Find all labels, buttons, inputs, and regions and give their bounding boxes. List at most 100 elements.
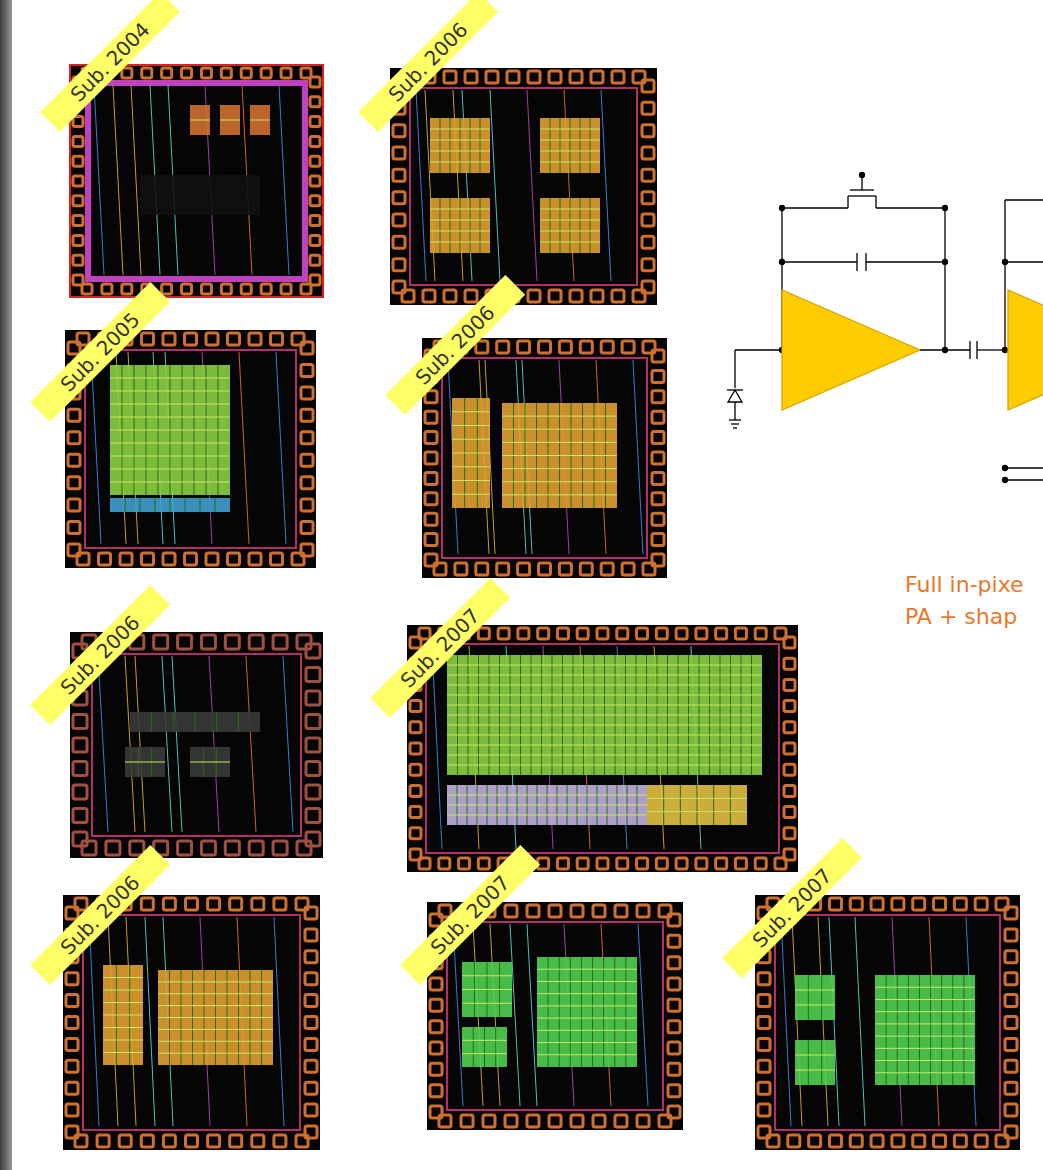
chip-detail — [781, 917, 791, 1126]
chip-detail — [452, 425, 490, 426]
chip-layout — [407, 625, 798, 872]
side-bar — [0, 0, 12, 1170]
chip-detail — [306, 738, 320, 752]
chip-detail — [440, 198, 441, 253]
chip-detail — [178, 841, 192, 855]
chip-detail — [410, 722, 421, 733]
chip-detail — [125, 747, 165, 777]
chip-detail — [73, 738, 87, 752]
chip-detail — [241, 284, 251, 294]
chip-detail — [119, 1135, 131, 1147]
chip-detail — [73, 275, 83, 285]
chip-detail — [476, 563, 488, 575]
chip-detail — [297, 841, 311, 855]
chip-detail — [537, 981, 637, 982]
chip-detail — [301, 342, 313, 354]
chip-detail — [538, 628, 549, 639]
chip-detail — [162, 656, 172, 832]
chip-detail — [497, 341, 509, 353]
chip-detail — [528, 71, 540, 83]
chip-detail — [306, 785, 320, 799]
chip-detail — [603, 957, 604, 1067]
chip-detail — [430, 118, 490, 173]
chip-detail — [507, 71, 519, 83]
chip-detail — [540, 162, 600, 163]
chip-detail — [850, 898, 862, 910]
chip-detail — [668, 957, 680, 969]
chip-detail — [410, 88, 637, 285]
chip-detail — [310, 255, 320, 265]
chip-detail — [642, 281, 654, 293]
chip-detail — [652, 391, 664, 403]
chip-layout — [70, 65, 323, 297]
chip-detail — [447, 735, 762, 736]
chip-detail — [455, 563, 467, 575]
chip-detail — [310, 156, 320, 166]
chip-detail — [94, 85, 104, 275]
chip-detail — [103, 1002, 143, 1003]
chip-detail — [230, 898, 242, 910]
chip-detail — [758, 1082, 770, 1094]
chip-detail — [216, 712, 217, 732]
chip-detail — [897, 975, 898, 1085]
chip-detail — [656, 628, 667, 639]
chip-detail — [393, 169, 405, 181]
chip-detail — [190, 762, 230, 763]
chip-detail — [668, 978, 680, 990]
chip-detail — [559, 341, 571, 353]
chip-detail — [301, 544, 313, 556]
chip-detail — [537, 1030, 637, 1031]
chip-detail — [617, 628, 628, 639]
chip-detail — [140, 175, 260, 215]
chip-detail — [423, 290, 435, 302]
chip-detail — [597, 858, 608, 869]
chip-detail — [591, 71, 603, 83]
chip-detail — [452, 466, 490, 467]
chip-detail — [158, 993, 273, 994]
chip-detail — [274, 1135, 286, 1147]
chip-detail — [590, 198, 591, 253]
chip-detail — [758, 1017, 770, 1029]
chip-detail — [615, 905, 627, 917]
chip-detail — [447, 675, 762, 676]
chip-detail — [549, 290, 561, 302]
chip-detail — [209, 656, 219, 832]
chip-detail — [301, 522, 313, 534]
chip-detail — [68, 409, 80, 421]
chip-detail — [502, 403, 617, 508]
chip-detail — [110, 456, 230, 457]
chip-detail — [430, 999, 442, 1011]
chip-detail — [425, 534, 437, 546]
chip-detail — [73, 156, 83, 166]
chip-detail — [82, 841, 96, 855]
chip-detail — [250, 120, 270, 121]
chip-detail — [540, 140, 600, 141]
chip-detail — [784, 679, 795, 690]
chip-detail — [158, 1005, 273, 1006]
chip-detail — [151, 712, 152, 732]
chip-detail — [301, 409, 313, 421]
chip-detail — [460, 118, 461, 173]
chip-detail — [305, 973, 317, 985]
chip-detail — [425, 493, 437, 505]
chip-detail — [952, 975, 953, 1085]
chip-detail — [652, 350, 664, 362]
chip-detail — [593, 905, 605, 917]
chip-detail — [452, 398, 490, 508]
chip-detail — [173, 712, 174, 732]
chip-detail — [447, 815, 647, 816]
chip-detail — [1005, 1082, 1017, 1094]
chip-detail — [68, 432, 80, 444]
chip-detail — [795, 1055, 835, 1056]
chip-detail — [821, 1040, 822, 1085]
chip-detail — [125, 762, 165, 763]
chip-detail — [447, 685, 762, 686]
chip-detail — [430, 978, 442, 990]
chip-detail — [452, 411, 490, 412]
chip-detail — [142, 553, 154, 565]
chip-detail — [310, 235, 320, 245]
chip-detail — [271, 553, 283, 565]
chip-detail — [818, 917, 828, 1126]
chip-detail — [540, 198, 600, 253]
chip-detail — [537, 957, 637, 1067]
